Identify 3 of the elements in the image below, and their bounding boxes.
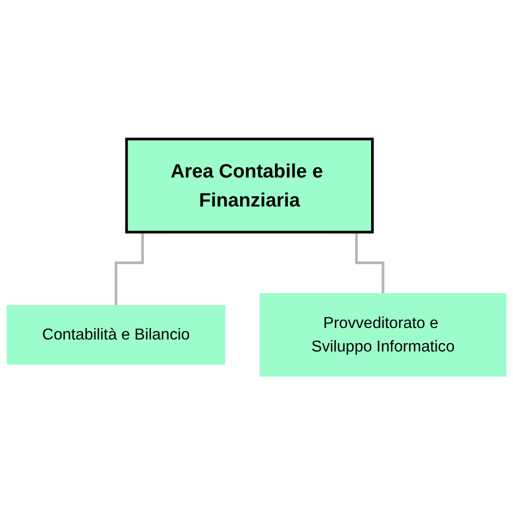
node-box: Provveditorato e Sviluppo Informatico [260, 293, 506, 376]
node-box: Area Contabile e Finanziaria [125, 138, 374, 234]
node-box: Contabilità e Bilancio [6, 304, 226, 365]
